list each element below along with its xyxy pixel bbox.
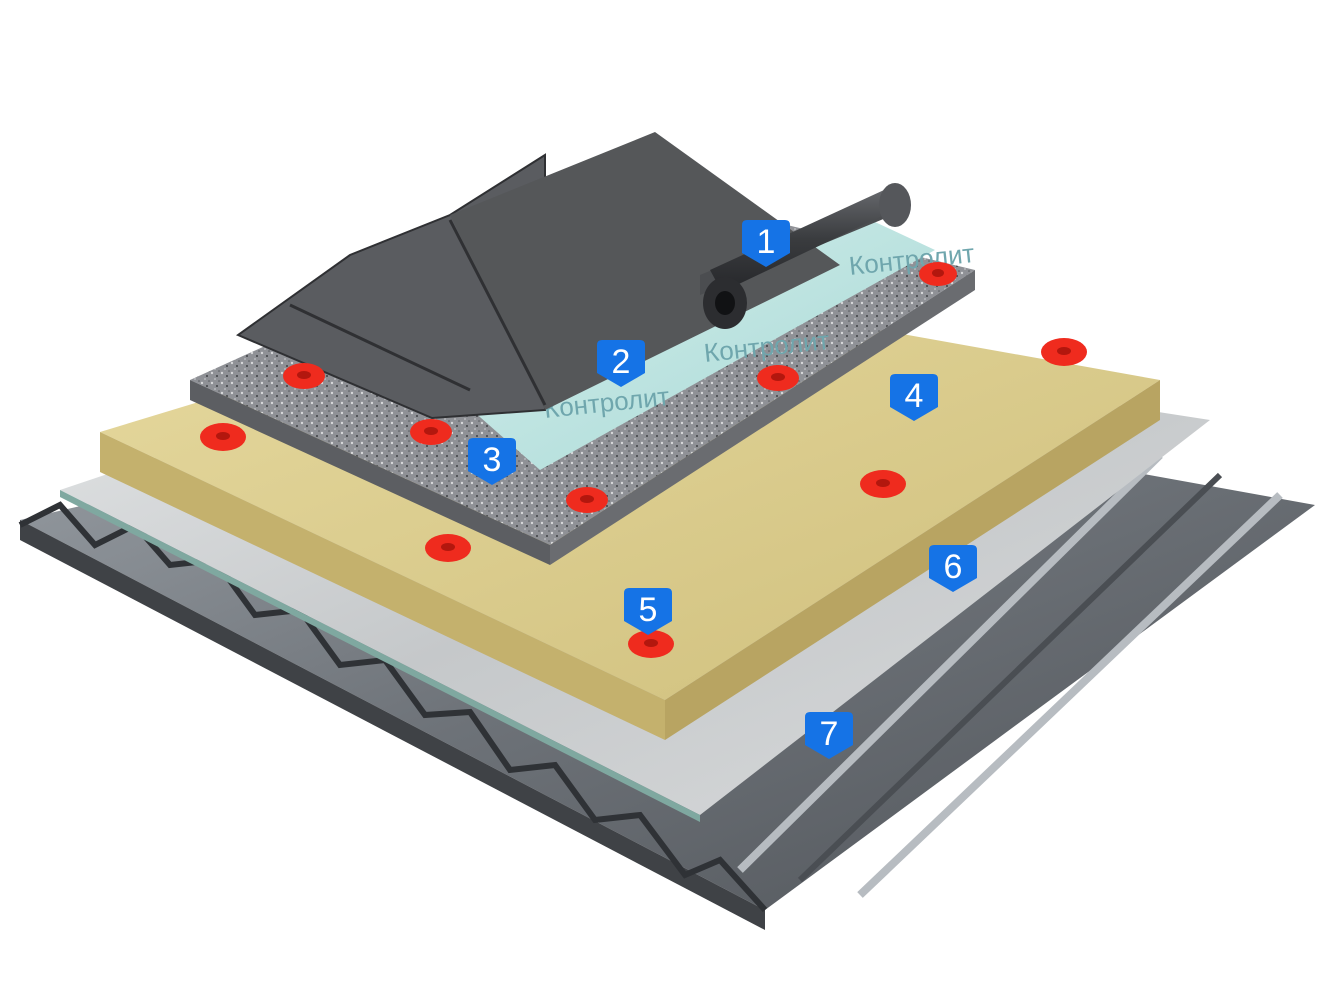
layer-markers: 1 2 3 4 5 6 7 bbox=[468, 220, 977, 759]
marker-7-label: 7 bbox=[820, 715, 839, 753]
marker-5[interactable]: 5 bbox=[624, 588, 672, 635]
marker-5-label: 5 bbox=[639, 591, 658, 629]
marker-3-label: 3 bbox=[483, 441, 502, 479]
marker-2-label: 2 bbox=[612, 343, 631, 381]
marker-4-label: 4 bbox=[905, 377, 924, 415]
fastener-icon bbox=[1041, 338, 1087, 366]
separation-membrane-layer: Контролит Контролит Контролит bbox=[455, 215, 976, 470]
marker-6[interactable]: 6 bbox=[929, 545, 977, 592]
fasteners bbox=[200, 262, 1087, 658]
marker-2[interactable]: 2 bbox=[597, 340, 645, 387]
fastener-icon bbox=[283, 363, 325, 389]
marker-6-label: 6 bbox=[944, 548, 963, 586]
marker-7[interactable]: 7 bbox=[805, 712, 853, 759]
roll-membrane-layer bbox=[235, 132, 911, 420]
fastener-icon bbox=[200, 423, 246, 451]
marker-3[interactable]: 3 bbox=[468, 438, 516, 485]
fastener-icon bbox=[425, 534, 471, 562]
marker-1-label: 1 bbox=[757, 223, 776, 261]
marker-1[interactable]: 1 bbox=[742, 220, 790, 267]
fastener-icon bbox=[628, 630, 674, 658]
fastener-icon bbox=[410, 419, 452, 445]
fastener-icon bbox=[757, 365, 799, 391]
fastener-icon bbox=[919, 262, 957, 286]
fastener-icon bbox=[860, 470, 906, 498]
marker-4[interactable]: 4 bbox=[890, 374, 938, 421]
fastener-icon bbox=[566, 487, 608, 513]
membrane-roll-icon bbox=[710, 185, 905, 292]
